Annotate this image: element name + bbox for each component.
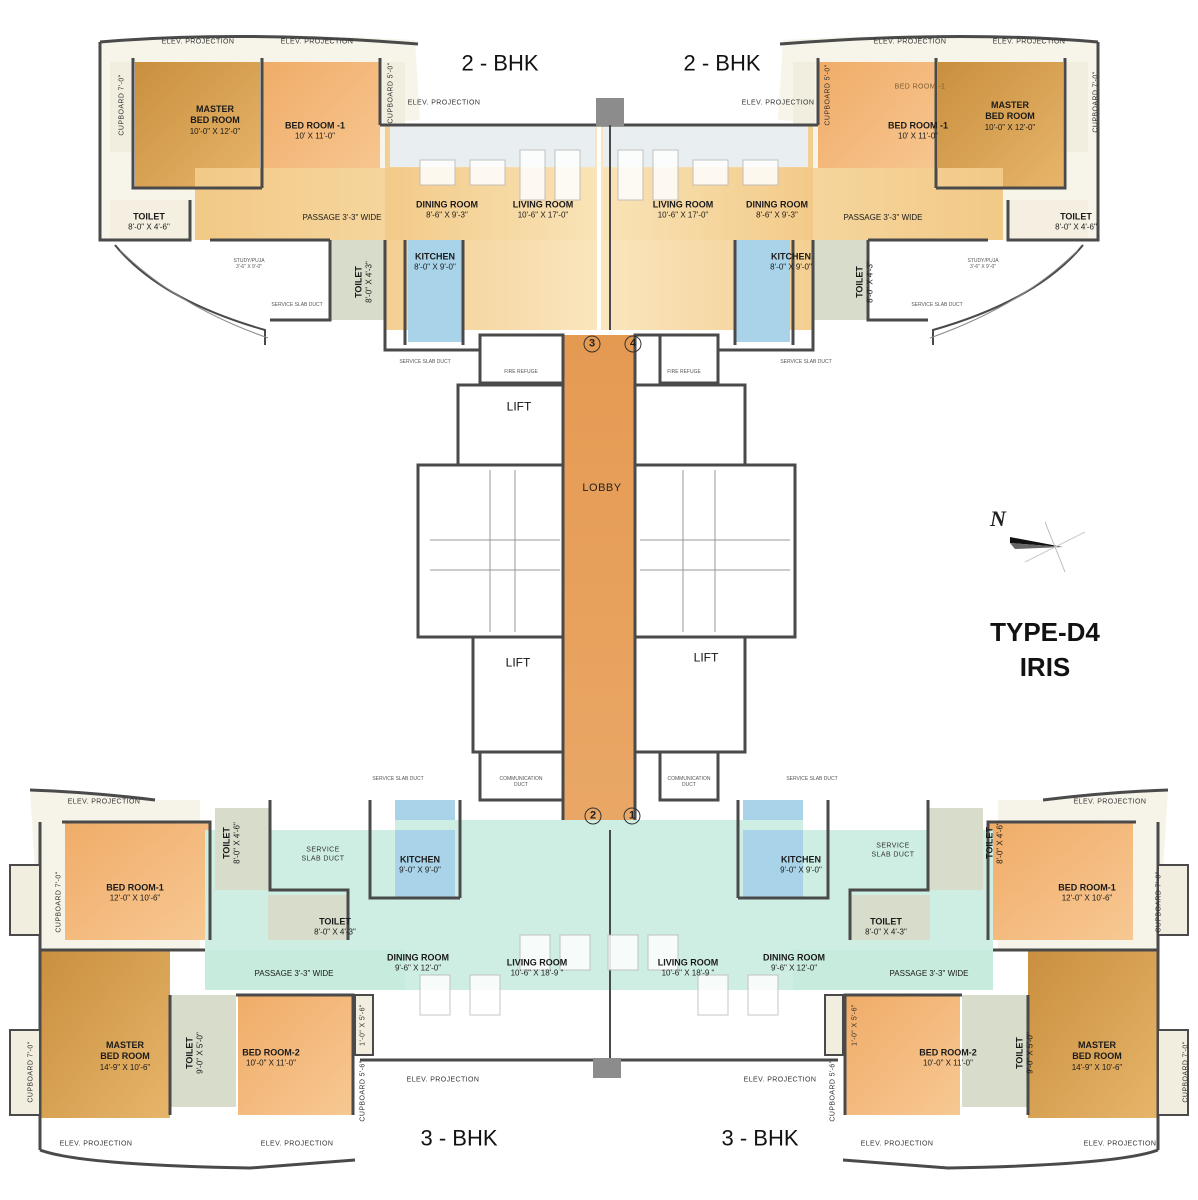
elev-projection-label: ELEV. PROJECTION bbox=[860, 1140, 934, 1148]
elev-projection-label: ELEV. PROJECTION bbox=[280, 38, 354, 46]
service-duct-label: SERVICE SLAB DUCT bbox=[786, 775, 838, 782]
elev-projection-label: ELEV. PROJECTION bbox=[260, 1140, 334, 1148]
lift-label: LIFT bbox=[693, 650, 719, 665]
room-passage: PASSAGE 3'-3" WIDE bbox=[843, 213, 923, 222]
service-duct-label: SERVICE SLAB DUCT bbox=[271, 301, 323, 308]
bhk-label-bottom-right: 3 - BHK bbox=[721, 1125, 799, 1151]
elev-projection-label: ELEV. PROJECTION bbox=[406, 1076, 480, 1084]
cupboard-label: CUPBOARD 7'-0" bbox=[27, 1041, 35, 1103]
cupboard-label: CUPBOARD 7'-0" bbox=[55, 871, 63, 933]
fire-refuge-label: FIRE REFUGE bbox=[667, 368, 701, 375]
elev-projection-label: ELEV. PROJECTION bbox=[741, 99, 815, 107]
bedroom-ghost-label: BED ROOM -1 bbox=[894, 83, 946, 91]
cupboard-label: CUPBOARD 5'-6" bbox=[359, 1060, 367, 1122]
elev-projection-label: ELEV. PROJECTION bbox=[1073, 798, 1147, 806]
unit-3bhk-bottom-right bbox=[593, 788, 1189, 1170]
ledge-dimension: 1'-0" X 5'-6" bbox=[359, 1004, 367, 1046]
room-passage: PASSAGE 3'-3" WIDE bbox=[254, 969, 334, 978]
compass-rose bbox=[1010, 521, 1086, 573]
elev-projection-label: ELEV. PROJECTION bbox=[1083, 1140, 1157, 1148]
marker-3: 3 bbox=[583, 335, 601, 353]
elev-projection-label: ELEV. PROJECTION bbox=[743, 1076, 817, 1084]
cupboard-label: CUPBOARD 7'-0" bbox=[1182, 1041, 1190, 1103]
bhk-label-top-left: 2 - BHK bbox=[461, 50, 539, 76]
marker-4: 4 bbox=[624, 335, 642, 353]
service-duct-label: SERVICE SLAB DUCT bbox=[399, 358, 451, 365]
service-duct-label: SERVICE SLAB DUCT bbox=[911, 301, 963, 308]
marker-1: 1 bbox=[623, 807, 641, 825]
service-duct-label: SERVICE SLAB DUCT bbox=[780, 358, 832, 365]
elev-projection-label: ELEV. PROJECTION bbox=[873, 38, 947, 46]
ledge-dimension: 1'-0" X 5'-6" bbox=[851, 1004, 859, 1046]
elev-projection-label: ELEV. PROJECTION bbox=[59, 1140, 133, 1148]
room-passage: PASSAGE 3'-3" WIDE bbox=[302, 213, 382, 222]
bhk-label-bottom-left: 3 - BHK bbox=[420, 1125, 498, 1151]
core bbox=[416, 333, 797, 830]
lift-label: LIFT bbox=[505, 655, 531, 670]
elev-projection-label: ELEV. PROJECTION bbox=[407, 99, 481, 107]
service-duct-label: SERVICE SLAB DUCT bbox=[372, 775, 424, 782]
lobby-label: LOBBY bbox=[582, 482, 622, 495]
cupboard-label: CUPBOARD 7'-0" bbox=[1155, 871, 1163, 933]
elev-projection-label: ELEV. PROJECTION bbox=[992, 38, 1066, 46]
cupboard-label: CUPBOARD 5'-0" bbox=[387, 62, 395, 124]
cupboard-label: CUPBOARD 7'-0" bbox=[1092, 71, 1100, 133]
cupboard-label: CUPBOARD 7'-0" bbox=[118, 74, 126, 136]
lift-label: LIFT bbox=[506, 399, 532, 414]
bhk-label-top-right: 2 - BHK bbox=[683, 50, 761, 76]
fire-refuge-label: FIRE REFUGE bbox=[504, 368, 538, 375]
cupboard-label: CUPBOARD 5'-6" bbox=[829, 1060, 837, 1122]
elev-projection-label: ELEV. PROJECTION bbox=[161, 38, 235, 46]
unit-2bhk-top-right bbox=[598, 34, 1100, 352]
north-label: N bbox=[990, 506, 1006, 531]
elev-projection-label: ELEV. PROJECTION bbox=[67, 798, 141, 806]
marker-2: 2 bbox=[584, 807, 602, 825]
cupboard-label: CUPBOARD 5'-0" bbox=[824, 64, 832, 126]
room-passage: PASSAGE 3'-3" WIDE bbox=[889, 969, 969, 978]
